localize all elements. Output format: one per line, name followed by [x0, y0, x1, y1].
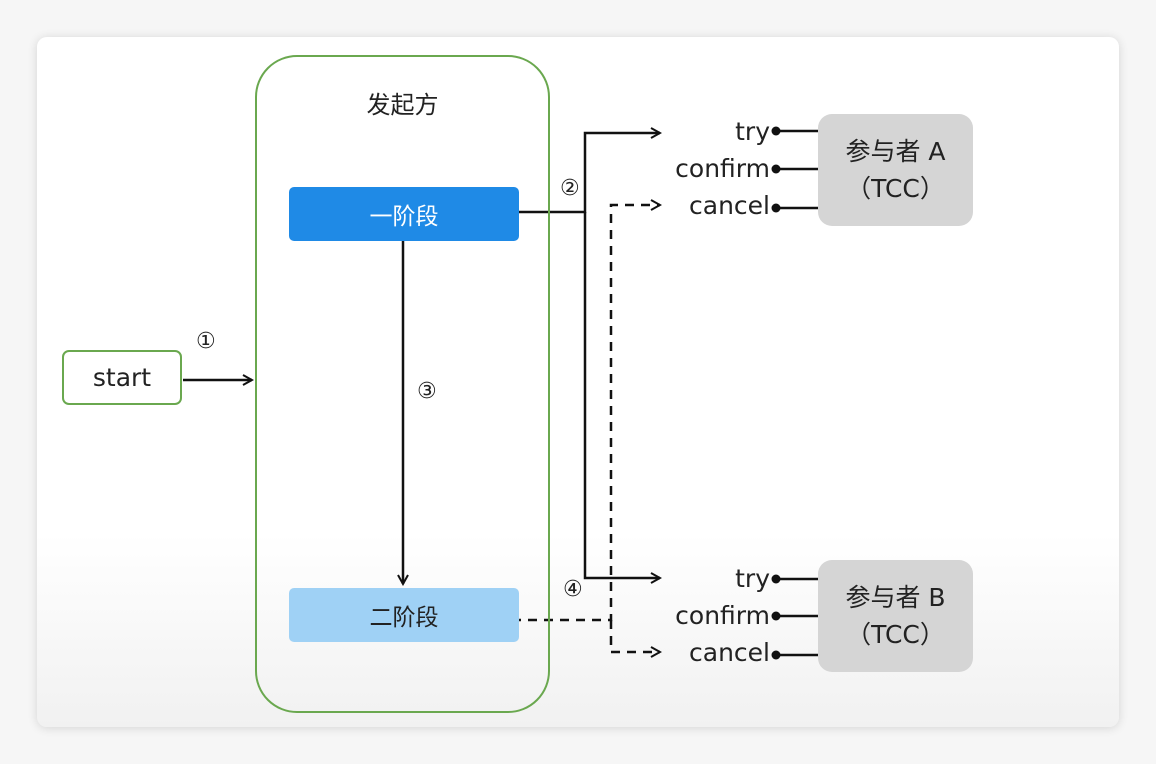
participant-b-name: 参与者 B — [845, 583, 946, 612]
participant-a-box: 参与者 A （TCC） — [818, 114, 973, 226]
step-4-label: ④ — [563, 577, 583, 602]
step-2-label: ② — [560, 176, 580, 201]
participant-a-try-label: try — [735, 117, 770, 146]
participant-b-box: 参与者 B （TCC） — [818, 560, 973, 672]
arrow-phase2-to-cancel-a — [512, 205, 660, 622]
phase2-box: 二阶段 — [289, 588, 519, 642]
step-3-label: ③ — [417, 379, 437, 404]
initiator-title: 发起方 — [366, 91, 439, 119]
step-1-label: ① — [196, 329, 216, 354]
participant-b-try-label: try — [735, 564, 770, 593]
participant-b-cancel-label: cancel — [689, 638, 770, 667]
participant-a-cancel-label: cancel — [689, 191, 770, 220]
participant-b-confirm-label: confirm — [675, 601, 770, 630]
arrow-phase1-to-try-b — [583, 212, 660, 578]
participant-b-type: （TCC） — [846, 620, 945, 649]
start-node: start — [62, 350, 182, 405]
phase1-box: 一阶段 — [289, 187, 519, 241]
initiator-container — [255, 55, 550, 713]
participant-a-confirm-label: confirm — [675, 154, 770, 183]
participant-a-name: 参与者 A — [845, 137, 946, 166]
arrow-phase2-to-cancel-b — [609, 620, 660, 652]
participant-a-type: （TCC） — [846, 174, 945, 203]
